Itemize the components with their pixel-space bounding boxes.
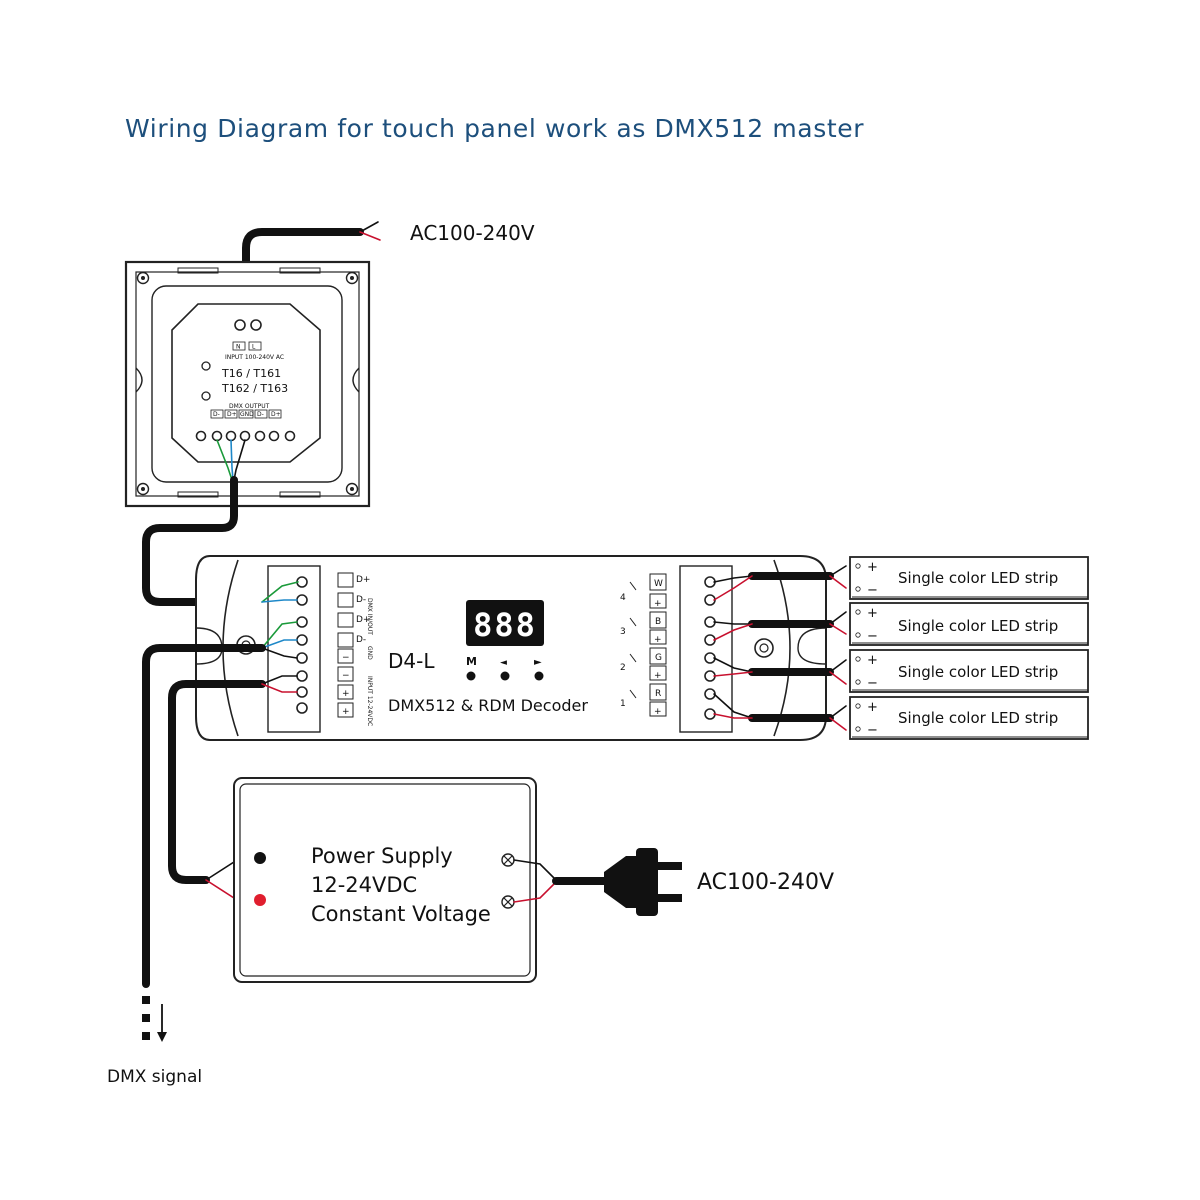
psu-line1: Power Supply	[311, 844, 453, 868]
button-left[interactable]	[500, 671, 510, 681]
svg-text:+: +	[654, 635, 662, 645]
diagram-title: Wiring Diagram for touch panel work as D…	[125, 114, 864, 143]
strip-plus: +	[867, 606, 878, 621]
dmx-pin-label: GND	[240, 411, 254, 418]
dmx-signal-cable	[142, 644, 266, 988]
channel-letter: W	[654, 579, 663, 589]
channel-letter: G	[655, 653, 662, 663]
decoder-model: D4-L	[388, 649, 435, 673]
strip-minus: −	[867, 676, 878, 691]
decoder-left-labels: D+ D- D+ D- − − + + DMX IN/OUT GND INPUT…	[337, 572, 373, 726]
channel-number: 1	[620, 699, 626, 709]
led-strip-label: Single color LED strip	[898, 663, 1058, 681]
panel-dmx-pins: D- D+ GND D- D+	[210, 409, 282, 419]
term-label: −	[342, 653, 350, 663]
touch-panel: N L INPUT 100-240V AC T16 / T161 T162 / …	[124, 260, 371, 508]
decoder-right-terminals	[704, 576, 716, 720]
psu-line2: 12-24VDC	[311, 873, 417, 897]
decoder-output-wires	[713, 565, 847, 731]
power-supply-box	[233, 777, 537, 983]
panel-module	[171, 303, 321, 463]
channel-number: 4	[620, 593, 626, 603]
button-m-label: M	[466, 655, 477, 668]
ac-top-label: AC100-240V	[410, 221, 535, 245]
button-m[interactable]	[466, 671, 476, 681]
psu-line3: Constant Voltage	[311, 902, 491, 926]
strip-plus: +	[867, 653, 878, 668]
l-label: L	[252, 344, 256, 351]
strip-minus: −	[867, 629, 878, 644]
button-right-label: ►	[534, 657, 542, 668]
svg-text:+: +	[654, 707, 662, 717]
ac-plug-label: AC100-240V	[697, 870, 834, 895]
term-label: +	[342, 689, 350, 699]
dc-positive-terminal	[254, 894, 266, 906]
led-strip: + − Single color LED strip	[849, 556, 1089, 600]
channel-number: 2	[620, 663, 626, 673]
decoder-dmx-input-wires	[261, 581, 299, 659]
channel-number: 3	[620, 627, 626, 637]
panel-model-line1: T16 / T161	[221, 367, 281, 380]
panel-dmx-cable	[142, 439, 266, 606]
term-label: −	[342, 671, 350, 681]
dmx-pin-label: D-	[257, 411, 264, 418]
led-strip: + − Single color LED strip	[849, 696, 1089, 740]
dmx-inout-caption: DMX IN/OUT	[366, 598, 373, 635]
screw-icon	[136, 271, 359, 496]
panel-model-line2: T162 / T163	[221, 382, 288, 395]
strip-plus: +	[867, 560, 878, 575]
button-right[interactable]	[534, 671, 544, 681]
display-digits: 888	[473, 606, 537, 644]
decoder-d4l: D+ D- D+ D- − − + + DMX IN/OUT GND INPUT…	[195, 555, 827, 741]
dmx-signal-dashes	[142, 996, 167, 1042]
svg-text:+: +	[654, 671, 662, 681]
output-caption: DMX OUTPUT	[229, 403, 270, 410]
dmx-pin-label: D+	[271, 411, 281, 418]
term-label: D-	[356, 635, 366, 645]
power-supply: Power Supply 12-24VDC Constant Voltage	[233, 777, 537, 983]
strip-minus: −	[867, 583, 878, 598]
decoder-channel-labels: + + + + W B G R 4 3 2 1	[620, 573, 667, 717]
arrow-down-icon	[157, 1032, 167, 1042]
mount-hole-icon	[754, 638, 774, 658]
input-caption: INPUT 100-240V AC	[225, 354, 284, 361]
term-label: +	[342, 707, 350, 717]
term-label: D-	[356, 595, 366, 605]
strip-minus: −	[867, 723, 878, 738]
ac-plug-icon	[604, 848, 682, 916]
term-label: D+	[356, 615, 370, 625]
dc-negative-terminal	[254, 852, 266, 864]
led-strip: + − Single color LED strip	[849, 602, 1089, 646]
input-caption: INPUT 12-24VDC	[366, 676, 373, 726]
dmx-pin-label: D-	[213, 411, 220, 418]
led-strip-label: Single color LED strip	[898, 617, 1058, 635]
svg-text:+: +	[654, 599, 662, 609]
decoder-subtitle: DMX512 & RDM Decoder	[388, 696, 588, 715]
led-strip-label: Single color LED strip	[898, 569, 1058, 587]
term-label: D+	[356, 575, 370, 585]
gnd-caption: GND	[366, 646, 373, 660]
dmx-pin-label: D+	[227, 411, 237, 418]
led-strip: + − Single color LED strip	[849, 649, 1089, 693]
button-left-label: ◄	[500, 658, 507, 668]
strip-plus: +	[867, 700, 878, 715]
led-strip-label: Single color LED strip	[898, 709, 1058, 727]
decoder-display	[466, 600, 544, 646]
dmx-signal-label: DMX signal	[107, 1067, 202, 1087]
ac-plug-cable	[513, 859, 616, 903]
channel-letter: B	[655, 617, 661, 627]
channel-letter: R	[655, 689, 661, 699]
n-label: N	[236, 344, 241, 351]
